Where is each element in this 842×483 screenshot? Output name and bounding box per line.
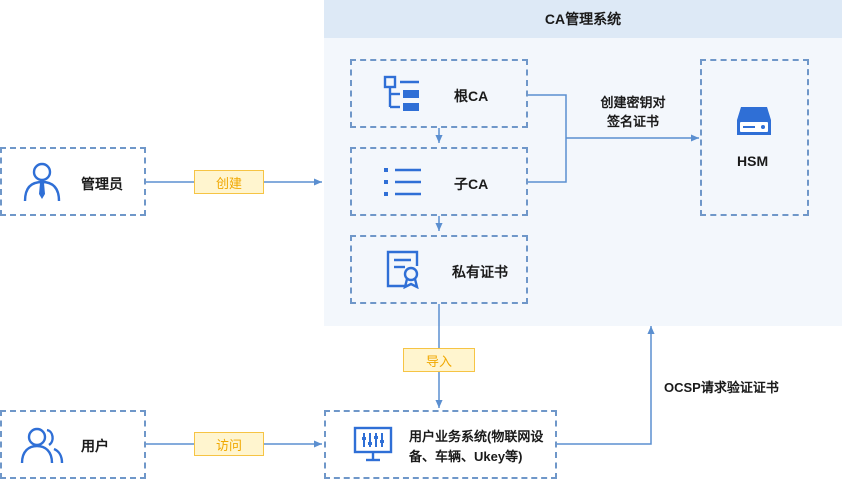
admin-person-icon	[23, 162, 61, 202]
admin-box	[0, 147, 146, 216]
key-sign-label: 创建密钥对 签名证书	[586, 93, 680, 131]
ca-system-title: CA管理系统	[324, 0, 842, 38]
list-icon	[384, 168, 421, 196]
business-system-line2: 备、车辆、Ukey等)	[409, 449, 523, 464]
hsm-box	[700, 59, 809, 216]
business-system-line1: 用户业务系统(物联网设	[409, 429, 544, 444]
key-sign-line1: 创建密钥对	[600, 95, 666, 110]
create-tag: 创建	[194, 170, 264, 194]
key-sign-line2: 签名证书	[606, 114, 659, 129]
certificate-icon	[386, 250, 419, 289]
root-ca-box	[350, 59, 528, 128]
sub-ca-box	[350, 147, 528, 216]
hsm-label: HSM	[737, 153, 769, 169]
private-cert-label: 私有证书	[452, 264, 508, 280]
tree-icon	[383, 75, 419, 111]
user-box	[0, 410, 146, 479]
edge-ocsp	[557, 326, 655, 445]
business-system-box	[324, 410, 557, 479]
private-cert-box	[350, 235, 528, 304]
ocsp-label: OCSP请求验证证书	[664, 380, 779, 395]
users-icon	[20, 427, 64, 464]
ca-system-panel	[324, 0, 842, 326]
access-tag: 访问	[194, 432, 264, 456]
sub-ca-label: 子CA	[454, 176, 489, 192]
user-label: 用户	[81, 438, 109, 454]
admin-label: 管理员	[81, 176, 123, 192]
monitor-icon	[353, 426, 393, 462]
root-ca-label: 根CA	[454, 88, 489, 104]
edge-ca-merge	[528, 94, 567, 183]
import-tag: 导入	[403, 348, 475, 372]
business-system-label: 用户业务系统(物联网设 备、车辆、Ukey等)	[409, 427, 543, 467]
server-icon	[737, 107, 771, 135]
